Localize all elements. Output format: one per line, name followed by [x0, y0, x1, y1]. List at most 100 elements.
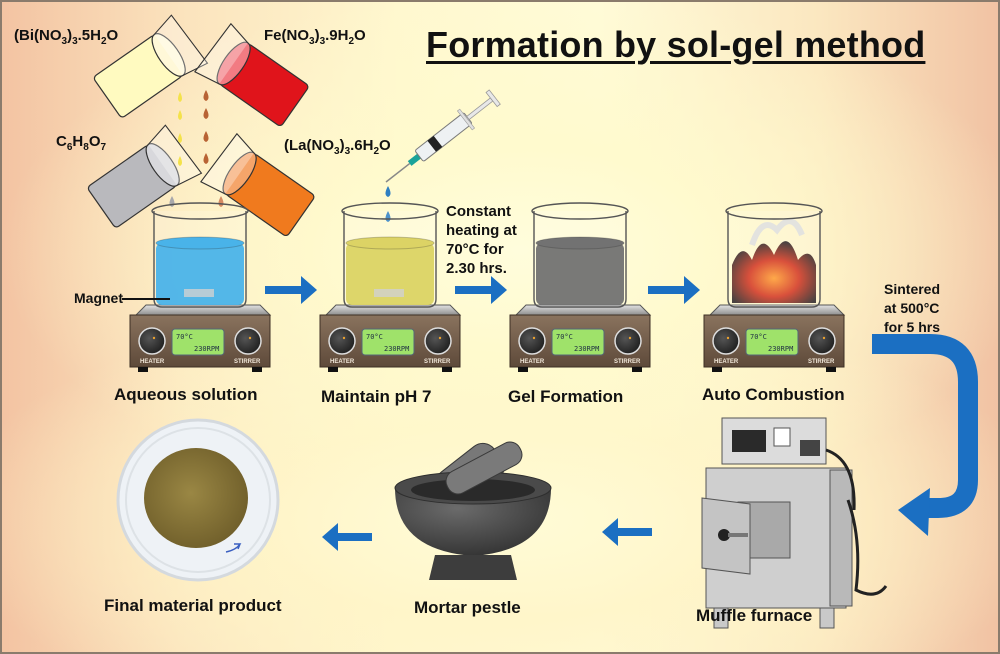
stirrer-knob: [234, 327, 262, 355]
lcd-temp: 70°C: [750, 333, 767, 341]
drops-yellow: [178, 92, 182, 166]
powder: [144, 448, 248, 548]
combustion-flames: [732, 241, 816, 303]
reagent-label-iron-nitrate: Fe(NO3)3.9H2O: [264, 27, 366, 47]
step-label-combustion: Auto Combustion: [702, 385, 845, 404]
step-label-ph: Maintain pH 7: [321, 387, 432, 406]
sintered-note-line: Sintered: [884, 281, 941, 297]
mortar-pestle-icon: [394, 441, 552, 580]
lcd-display: [171, 328, 225, 356]
liquid-surface: [155, 236, 245, 250]
petri-dish-icon: [116, 418, 280, 582]
hotplate-foot: [826, 367, 836, 372]
hotplate-foot: [138, 367, 148, 372]
hotplate-foot: [252, 367, 262, 372]
beaker-glass: [153, 211, 247, 308]
beaker-glass: [343, 211, 437, 308]
stirrer-knob: [808, 327, 836, 355]
step-label-gel: Gel Formation: [508, 387, 624, 406]
arrow-5: [322, 523, 372, 551]
lcd-display: [361, 328, 415, 356]
arrow-right-icon: [455, 276, 507, 304]
arrow-1: [265, 276, 317, 304]
heating-note-line: heating at: [446, 222, 517, 239]
heater-label: HEATER: [330, 359, 355, 365]
lcd-display: [745, 328, 799, 356]
heating-note-line: 2.30 hrs.: [446, 260, 507, 277]
heater-knob: [328, 327, 356, 355]
heater-label: HEATER: [520, 359, 545, 365]
beaker-iron-nitrate: [194, 22, 309, 127]
knob-indicator: [438, 336, 442, 340]
heater-knob: [518, 327, 546, 355]
step-label-aqueous: Aqueous solution: [114, 385, 258, 404]
hotplate-foot: [442, 367, 452, 372]
heating-note: Constant heating at 70°C for 2.30 hrs.: [446, 202, 517, 278]
sintered-note: Sintered at 500°C for 5 hrs: [884, 280, 940, 337]
knob-indicator: [532, 336, 536, 340]
stirrer-knob: [614, 327, 642, 355]
liquid-surface: [535, 236, 625, 250]
reagent-label-citric-acid: C6H8O7: [56, 133, 107, 153]
knob-indicator: [152, 336, 156, 340]
beaker-rim: [341, 202, 439, 220]
arrow-3: [648, 276, 700, 304]
hotplate-foot: [712, 367, 722, 372]
step-label-mortar: Mortar pestle: [414, 598, 521, 617]
stirrer-label: STIRRER: [614, 359, 641, 365]
heater-label: HEATER: [714, 359, 739, 365]
beaker-rim: [725, 202, 823, 220]
stirrer-label: STIRRER: [808, 359, 835, 365]
sintered-note-line: for 5 hrs: [884, 319, 941, 335]
beaker-bismuth-nitrate: [93, 14, 209, 118]
arrow-left-icon: [602, 518, 652, 546]
beaker-liquid: [346, 243, 434, 305]
knob-indicator: [628, 336, 632, 340]
lcd-rpm: 230RPM: [768, 345, 793, 353]
lcd-temp: 70°C: [176, 333, 193, 341]
drops-brown: [203, 90, 224, 207]
liquid-surface: [345, 236, 435, 250]
knob-indicator: [726, 336, 730, 340]
lcd-temp: 70°C: [556, 333, 573, 341]
lcd-rpm: 230RPM: [194, 345, 219, 353]
hotplate-foot: [518, 367, 528, 372]
sintered-note-line: at 500°C: [884, 300, 940, 316]
syringe-icon: [385, 89, 501, 183]
arrow-4: [602, 518, 652, 546]
lcd-temp: 70°C: [366, 333, 383, 341]
beaker-lanthanum-nitrate: [200, 132, 315, 237]
step-label-furnace: Muffle furnace: [696, 606, 813, 625]
beaker-rim: [531, 202, 629, 220]
heating-note-line: Constant: [446, 203, 511, 220]
step-label-final: Final material product: [104, 596, 282, 615]
stirrer-label: STIRRER: [234, 359, 261, 365]
arrow-right-icon: [265, 276, 317, 304]
beaker-liquid: [536, 243, 624, 305]
curved-arrow-icon: [872, 334, 978, 536]
heater-label: HEATER: [140, 359, 165, 365]
lcd-display: [551, 328, 605, 356]
knob-indicator: [342, 336, 346, 340]
heater-knob: [138, 327, 166, 355]
arrow-2: [455, 276, 507, 304]
knob-indicator: [248, 336, 252, 340]
hotplate-foot: [632, 367, 642, 372]
stirrer-knob: [424, 327, 452, 355]
lcd-rpm: 230RPM: [574, 345, 599, 353]
arrow-right-icon: [648, 276, 700, 304]
heater-knob: [712, 327, 740, 355]
heating-note-line: 70°C for: [446, 241, 504, 258]
beaker-citric-acid: [87, 124, 203, 228]
beaker-glass: [727, 211, 821, 308]
magnet-label: Magnet: [74, 290, 123, 306]
beaker-liquid: [156, 243, 244, 305]
beaker-rim: [151, 202, 249, 220]
stir-bar-magnet: [184, 289, 214, 297]
reagent-label-bismuth-nitrate: (Bi(NO3)3.5H2O: [14, 27, 119, 47]
